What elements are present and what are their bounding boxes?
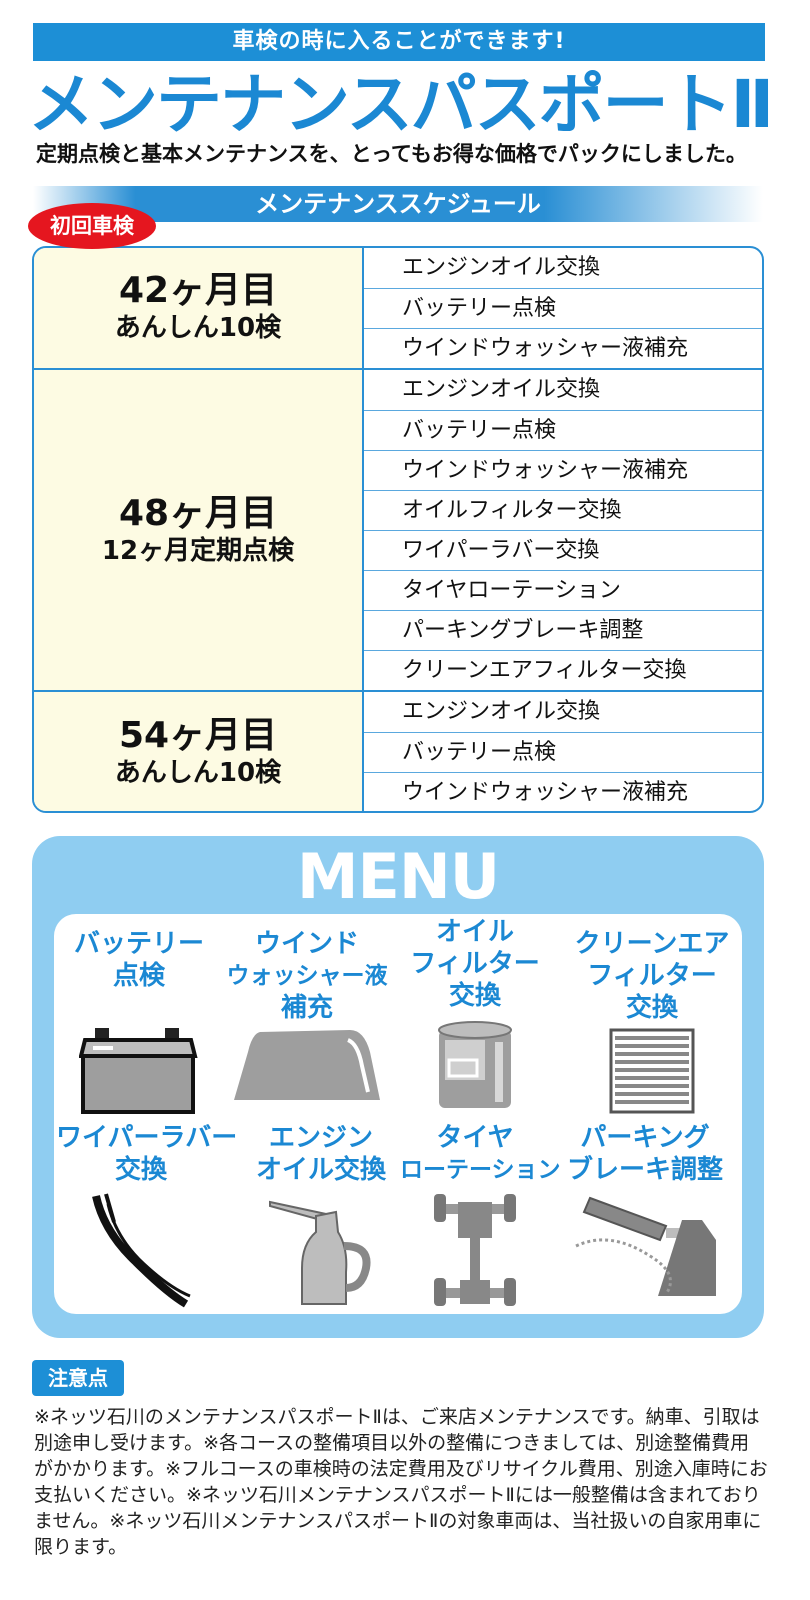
schedule-item: オイルフィルター交換	[364, 490, 762, 530]
schedule-item: ウインドウォッシャー液補充	[364, 772, 762, 811]
schedule-group: 42ヶ月目 あんしん10検 エンジンオイル交換 バッテリー点検 ウインドウォッシ…	[34, 248, 762, 368]
menu-item-label: ブレーキ調整	[566, 1155, 723, 1185]
schedule-item: バッテリー点検	[364, 410, 762, 450]
schedule-month: 42ヶ月目	[118, 270, 278, 311]
schedule-label: あんしん10検	[114, 757, 282, 788]
menu-title: MENU	[296, 840, 500, 913]
menu-item-label: タイヤ	[436, 1123, 514, 1153]
menu-item-label: 点検	[112, 961, 165, 991]
menu-item-label: クリーンエア	[574, 929, 730, 959]
schedule-item: パーキングブレーキ調整	[364, 610, 762, 650]
menu-item-wiper: ワイパーラバー 交換	[56, 1122, 238, 1312]
schedule-item: エンジンオイル交換	[402, 699, 601, 724]
schedule-group: 54ヶ月目 あんしん10検 エンジンオイル交換 バッテリー点検 ウインドウォッシ…	[34, 690, 762, 811]
windshield-icon	[234, 1030, 380, 1100]
menu-item-label: ウインド	[254, 929, 359, 959]
tire-rotation-icon	[434, 1194, 516, 1306]
header-banner: 車検の時に入ることができます!	[33, 23, 765, 61]
schedule-group-header: 48ヶ月目 12ヶ月定期点検	[34, 370, 364, 692]
battery-icon	[79, 1028, 198, 1114]
schedule-group: 48ヶ月目 12ヶ月定期点検 エンジンオイル交換 バッテリー点検 ウインドウォッ…	[34, 368, 762, 692]
oil-jug-icon	[269, 1200, 371, 1305]
schedule-item-list: エンジンオイル交換 バッテリー点検 ウインドウォッシャー液補充 オイルフィルター…	[364, 370, 762, 690]
menu-item-oil-filter: オイル フィルター 交換	[400, 916, 550, 1112]
menu-item-label: 交換	[625, 993, 678, 1023]
air-filter-icon	[609, 1028, 695, 1114]
menu-item-label: フィルター	[587, 961, 717, 991]
schedule-item: ウインドウォッシャー液補充	[364, 450, 762, 490]
menu-item-air-filter: クリーンエア フィルター 交換	[572, 928, 732, 1116]
schedule-item: エンジンオイル交換	[402, 255, 601, 280]
schedule-group-header: 42ヶ月目 あんしん10検	[34, 248, 364, 368]
schedule-item: タイヤローテーション	[364, 570, 762, 610]
menu-item-label: パーキング	[580, 1123, 710, 1153]
schedule-item-list: エンジンオイル交換 バッテリー点検 ウインドウォッシャー液補充	[364, 248, 762, 368]
schedule-month: 48ヶ月目	[118, 493, 278, 534]
menu-item-label: ローテーション	[400, 1157, 561, 1183]
schedule-label: 12ヶ月定期点検	[101, 536, 295, 566]
menu-item-label: ワイパーラバー	[56, 1123, 238, 1153]
wiper-icon	[92, 1193, 191, 1308]
menu-item-label: 交換	[114, 1155, 167, 1185]
schedule-item: エンジンオイル交換	[402, 377, 601, 402]
menu-item-parking-brake: パーキング ブレーキ調整	[560, 1122, 730, 1300]
menu-item-label: オイル交換	[255, 1155, 386, 1185]
schedule-table: 42ヶ月目 あんしん10検 エンジンオイル交換 バッテリー点検 ウインドウォッシ…	[32, 246, 764, 813]
menu-grid: バッテリー 点検 ウインド ウォッシャー液 補充 オイル フィルター	[54, 914, 742, 1314]
schedule-month: 54ヶ月目	[118, 714, 278, 756]
menu-item-engine-oil: エンジン オイル交換	[246, 1122, 396, 1308]
schedule-item: バッテリー点検	[364, 288, 762, 328]
schedule-item: バッテリー点検	[364, 732, 762, 772]
menu-item-label: オイル	[435, 917, 514, 947]
notice-label: 注意点	[32, 1360, 124, 1396]
schedule-item-list: エンジンオイル交換 バッテリー点検 ウインドウォッシャー液補充	[364, 692, 762, 811]
menu-item-battery: バッテリー 点検	[59, 928, 219, 1118]
schedule-heading: メンテナンススケジュール	[33, 186, 763, 222]
menu-item-label: 交換	[448, 981, 501, 1011]
schedule-item: クリーンエアフィルター交換	[364, 650, 762, 690]
menu-item-label: バッテリー	[73, 929, 204, 959]
menu-item-label: フィルター	[410, 949, 540, 979]
notice-text: ※ネッツ石川のメンテナンスパスポートⅡは、ご来店メンテナンスです。納車、引取は別…	[34, 1406, 768, 1558]
menu-item-label: ウォッシャー液	[226, 963, 388, 989]
first-inspection-badge: 初回車検	[28, 203, 156, 249]
menu-item-label: エンジン	[268, 1123, 373, 1153]
parking-brake-icon	[575, 1196, 716, 1296]
oil-filter-icon	[438, 1021, 512, 1108]
schedule-item: ウインドウォッシャー液補充	[364, 328, 762, 368]
menu-panel: MENU バッテリー 点検 ウインド ウォッシャー液 補充	[32, 836, 764, 1338]
page-subtitle: 定期点検と基本メンテナンスを、とってもお得な価格でパックにしました。	[36, 142, 747, 166]
schedule-item: ワイパーラバー交換	[364, 530, 762, 570]
menu-item-label: 補充	[280, 993, 333, 1023]
menu-item-tire-rotation: タイヤ ローテーション	[400, 1122, 561, 1310]
schedule-label: あんしん10検	[114, 313, 282, 343]
menu-item-washer-fluid: ウインド ウォッシャー液 補充	[222, 928, 392, 1106]
schedule-group-header: 54ヶ月目 あんしん10検	[34, 692, 364, 811]
page-title: メンテナンスパスポートⅡ	[28, 66, 774, 143]
